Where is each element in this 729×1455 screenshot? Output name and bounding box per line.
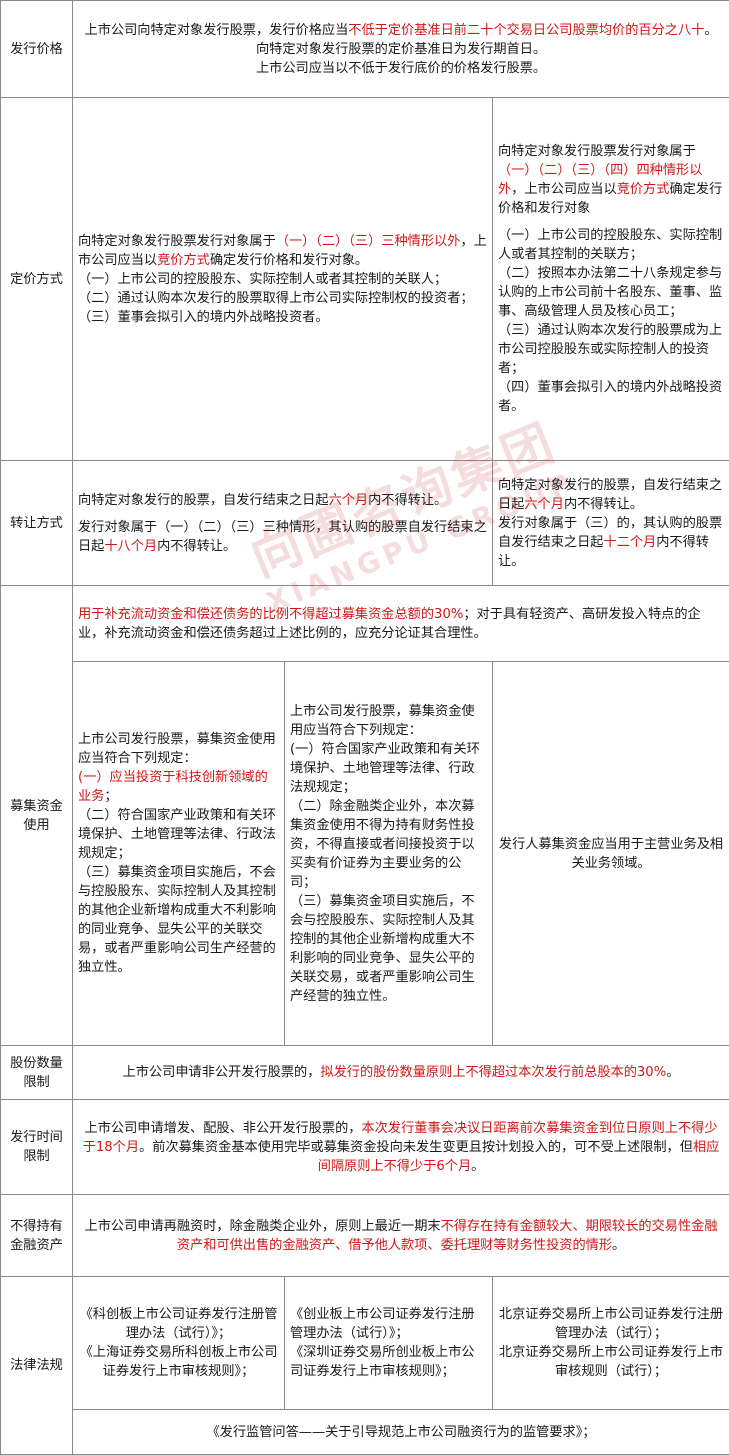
row-share-limit: 股份数量限制 上市公司申请非公开发行股票的，拟发行的股份数量原则上不得超过本次发… xyxy=(1,1046,729,1100)
law-item: 《科创板上市公司证券发行注册管理办法（试行）》； xyxy=(78,1305,279,1343)
row-header-timing-limit: 发行时间限制 xyxy=(1,1100,73,1195)
row-funds-top: 募集资金使用 用于补充流动资金和偿还债务的比例不得超过募集资金总额的30%；对于… xyxy=(1,586,729,662)
timing-limit-rule: 上市公司申请增发、配股、非公开发行股票的，本次发行董事会决议日距离前次募集资金到… xyxy=(78,1119,724,1176)
row-laws: 法律法规 《科创板上市公司证券发行注册管理办法（试行）》； 《上海证券交易所科创… xyxy=(1,1277,729,1410)
law-item: 《创业板上市公司证券发行注册管理办法（试行）》； xyxy=(290,1305,487,1343)
list-item: （二）符合国家产业政策和有关环境保护、土地管理等法律、行政法规规定； xyxy=(78,806,279,863)
row-header-pricing-method: 定价方式 xyxy=(1,98,73,461)
laws-star-market-cell: 《科创板上市公司证券发行注册管理办法（试行）》； 《上海证券交易所科创板上市公司… xyxy=(73,1277,285,1410)
funds-gem-market-cell: 上市公司发行股票，募集资金使用应当符合下列规定： (一）符合国家产业政策和有关环… xyxy=(285,662,493,1046)
list-item: （一）上市公司的控股股东、实际控制人或者其控制的关联人； xyxy=(78,270,487,289)
list-item: （二）按照本办法第二十八条规定参与认购的上市公司前十名股东、董事、监事、高级管理… xyxy=(498,264,724,321)
list-item: （二）通过认购本次发行的股票取得上市公司实际控制权的投资者； xyxy=(78,289,487,308)
funds-star-market-cell: 上市公司发行股票，募集资金使用应当符合下列规定： (一）应当投资于科技创新领域的… xyxy=(73,662,285,1046)
list-item: （四）董事会拟引入的境内外战略投资者。 xyxy=(498,378,724,416)
transfer-right-rule-2: 发行对象属于（三）的，其认购的股票自发行结束之日起十二个月内不得转让。 xyxy=(498,514,724,571)
financial-assets-cell: 上市公司申请再融资时，除金融类企业外，原则上最近一期末不得存在持有金额较大、期限… xyxy=(73,1195,729,1277)
transfer-right-cell: 向特定对象发行的股票，自发行结束之日起六个月内不得转让。 发行对象属于（三）的，… xyxy=(493,461,729,586)
row-header-issue-price: 发行价格 xyxy=(1,1,73,98)
list-item: （三）募集资金项目实施后，不会与控股股东、实际控制人及其控制的其他企业新增构成重… xyxy=(290,892,487,1006)
transfer-right-rule-1: 向特定对象发行的股票，自发行结束之日起六个月内不得转让。 xyxy=(498,476,724,514)
issue-price-rule-2: 向特定对象发行股票的定价基准日为发行期首日。 xyxy=(78,40,724,59)
laws-bse-cell: 北京证券交易所上市公司证券发行注册管理办法（试行）； 北京证券交易所上市公司证券… xyxy=(493,1277,729,1410)
row-funds-detail: 上市公司发行股票，募集资金使用应当符合下列规定： (一）应当投资于科技创新领域的… xyxy=(1,662,729,1046)
funds-ratio-cell: 用于补充流动资金和偿还债务的比例不得超过募集资金总额的30%；对于具有轻资产、高… xyxy=(73,586,729,662)
row-header-laws: 法律法规 xyxy=(1,1277,73,1455)
transfer-left-cell: 向特定对象发行的股票，自发行结束之日起六个月内不得转让。 发行对象属于（一）（二… xyxy=(73,461,493,586)
transfer-left-rule-1: 向特定对象发行的股票，自发行结束之日起六个月内不得转让。 xyxy=(78,491,487,510)
pricing-left-intro: 向特定对象发行股票发行对象属于（一）（二）（三）三种情形以外，上市公司应当以竞价… xyxy=(78,232,487,270)
financial-assets-rule: 上市公司申请再融资时，除金融类企业外，原则上最近一期末不得存在持有金额较大、期限… xyxy=(78,1217,724,1255)
law-item: 北京证券交易所上市公司证券发行注册管理办法（试行）； xyxy=(498,1305,724,1343)
list-item: （三）募集资金项目实施后，不会与控股股东、实际控制人及其控制的其他企业新增构成重… xyxy=(78,863,279,977)
row-header-share-limit: 股份数量限制 xyxy=(1,1046,73,1100)
row-laws-bottom: 《发行监管问答——关于引导规范上市公司融资行为的监管要求》； xyxy=(1,1410,729,1455)
row-header-financial-assets: 不得持有金融资产 xyxy=(1,1195,73,1277)
laws-gem-market-cell: 《创业板上市公司证券发行注册管理办法（试行）》； 《深圳证券交易所创业板上市公司… xyxy=(285,1277,493,1410)
list-item: (一）符合国家产业政策和有关环境保护、土地管理等法律、行政法规规定； xyxy=(290,740,487,797)
issue-price-rule-1: 上市公司向特定对象发行股票，发行价格应当不低于定价基准日前二十个交易日公司股票均… xyxy=(78,21,724,40)
share-limit-rule: 上市公司申请非公开发行股票的，拟发行的股份数量原则上不得超过本次发行前总股本的3… xyxy=(78,1063,724,1082)
list-item: （三）通过认购本次发行的股票成为上市公司控股股东或实际控制人的投资者； xyxy=(498,321,724,378)
funds-bse-cell: 发行人募集资金应当用于主营业务及相关业务领域。 xyxy=(493,662,729,1046)
row-financial-assets: 不得持有金融资产 上市公司申请再融资时，除金融类企业外，原则上最近一期末不得存在… xyxy=(1,1195,729,1277)
list-item: （一）上市公司的控股股东、实际控制人或者其控制的关联方； xyxy=(498,226,724,264)
list-item: （二）除金融类企业外，本次募集资金使用不得为持有财务性投资，不得直接或者间接投资… xyxy=(290,797,487,892)
law-item: 《深圳证券交易所创业板上市公司证券发行上市审核规则》； xyxy=(290,1343,487,1381)
issue-price-rule-3: 上市公司应当以不低于发行底价的价格发行股票。 xyxy=(78,59,724,78)
funds-ratio-rule: 用于补充流动资金和偿还债务的比例不得超过募集资金总额的30%；对于具有轻资产、高… xyxy=(78,605,724,643)
share-limit-cell: 上市公司申请非公开发行股票的，拟发行的股份数量原则上不得超过本次发行前总股本的3… xyxy=(73,1046,729,1100)
issue-price-cell: 上市公司向特定对象发行股票，发行价格应当不低于定价基准日前二十个交易日公司股票均… xyxy=(73,1,729,98)
transfer-left-rule-2: 发行对象属于（一）（二）（三）三种情形，其认购的股票自发行结束之日起十八个月内不… xyxy=(78,518,487,556)
laws-common-cell: 《发行监管问答——关于引导规范上市公司融资行为的监管要求》； xyxy=(73,1410,729,1455)
law-item: 北京证券交易所上市公司证券发行上市审核规则（试行）； xyxy=(498,1343,724,1381)
pricing-method-left-cell: 向特定对象发行股票发行对象属于（一）（二）（三）三种情形以外，上市公司应当以竞价… xyxy=(73,98,493,461)
list-item: (一）应当投资于科技创新领域的业务； xyxy=(78,768,279,806)
row-transfer-method: 转让方式 向特定对象发行的股票，自发行结束之日起六个月内不得转让。 发行对象属于… xyxy=(1,461,729,586)
row-pricing-method: 定价方式 向特定对象发行股票发行对象属于（一）（二）（三）三种情形以外，上市公司… xyxy=(1,98,729,461)
issue-price-highlight: 不低于定价基准日前二十个交易日公司股票均价的百分之八十 xyxy=(348,23,704,38)
list-item: （三）董事会拟引入的境内外战略投资者。 xyxy=(78,308,487,327)
pricing-method-right-cell: 向特定对象发行股票发行对象属于（一）（二）（三）（四）四种情形以外，上市公司应当… xyxy=(493,98,729,461)
timing-limit-cell: 上市公司申请增发、配股、非公开发行股票的，本次发行董事会决议日距离前次募集资金到… xyxy=(73,1100,729,1195)
row-header-transfer-method: 转让方式 xyxy=(1,461,73,586)
law-item: 《上海证券交易所科创板上市公司证券发行上市审核规则》； xyxy=(78,1343,279,1381)
row-issue-price: 发行价格 上市公司向特定对象发行股票，发行价格应当不低于定价基准日前二十个交易日… xyxy=(1,1,729,98)
row-header-funds-use: 募集资金使用 xyxy=(1,586,73,1046)
pricing-right-intro: 向特定对象发行股票发行对象属于（一）（二）（三）（四）四种情形以外，上市公司应当… xyxy=(498,142,724,218)
row-timing-limit: 发行时间限制 上市公司申请增发、配股、非公开发行股票的，本次发行董事会决议日距离… xyxy=(1,1100,729,1195)
